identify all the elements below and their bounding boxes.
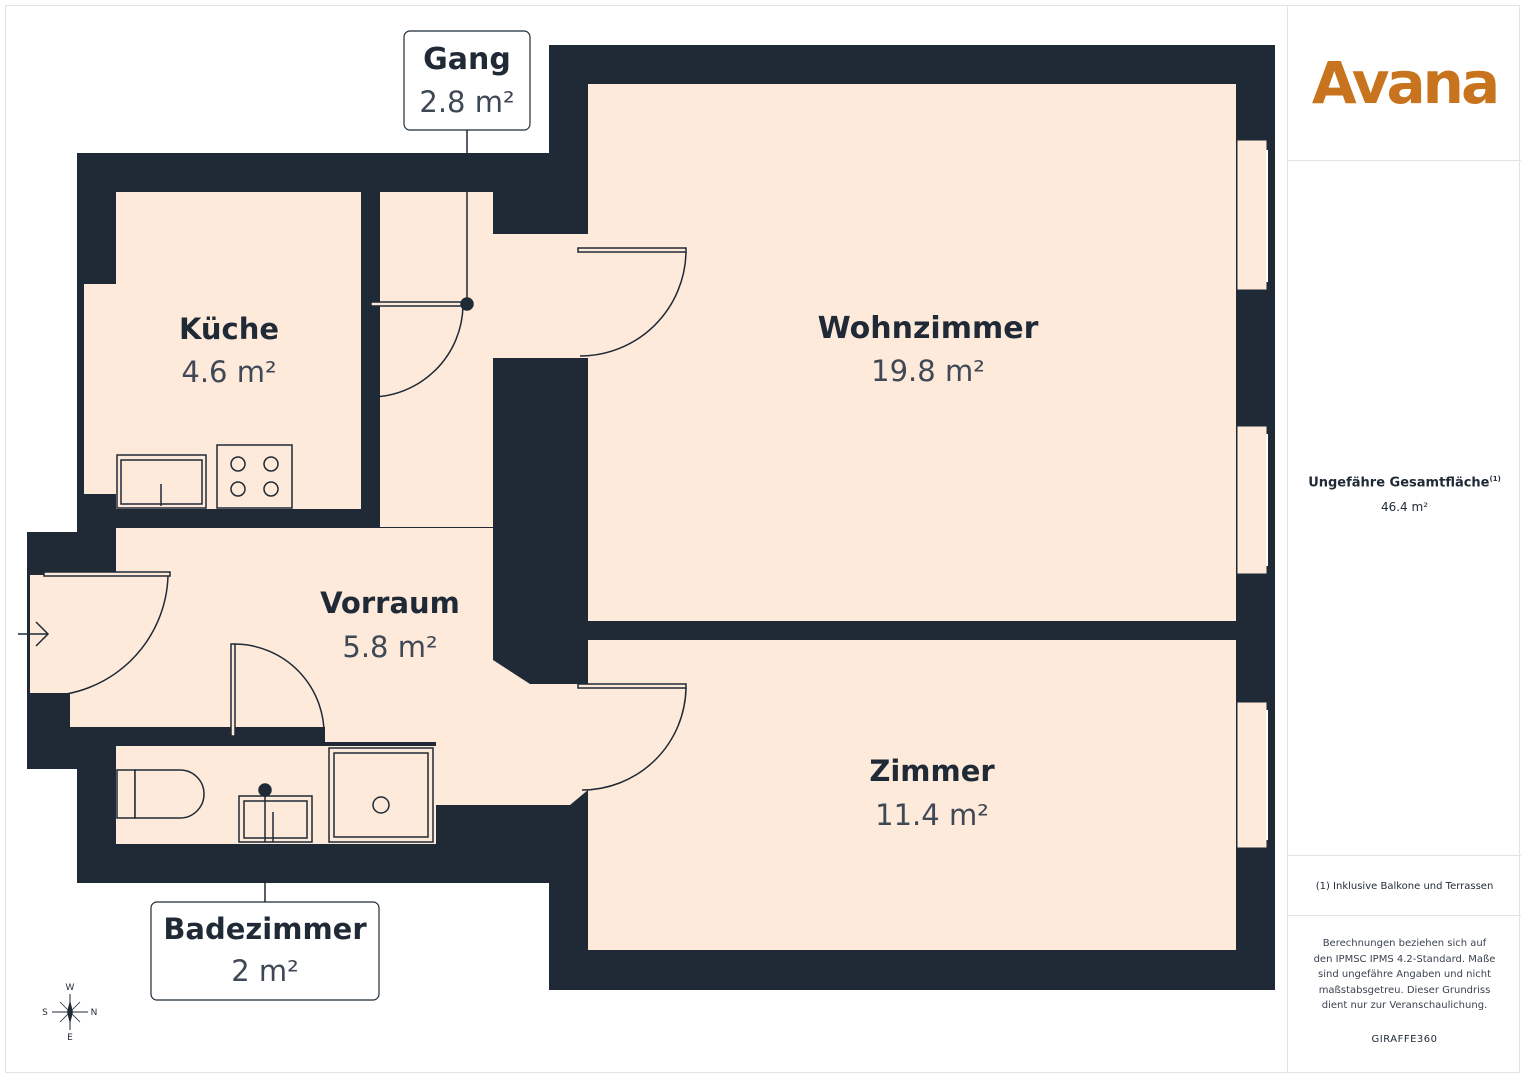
disclaimer-text: Berechnungen beziehen sich auf den IPMSC… [1313, 938, 1496, 1011]
label-kueche-name: Küche [179, 312, 279, 346]
label-zimmer-area: 11.4 m² [875, 798, 989, 832]
compass-n: N [91, 1008, 98, 1018]
footer-brand: GIRAFFE360 [1371, 1033, 1438, 1045]
label-badezimmer-name: Badezimmer [163, 912, 367, 946]
bath-fixtures [116, 747, 434, 843]
total-area-footnote-mark: (1) [1489, 475, 1501, 483]
compass-s: S [42, 1008, 48, 1018]
compass-w: W [66, 983, 75, 993]
floors [30, 84, 1236, 950]
label-badezimmer-area: 2 m² [231, 954, 299, 988]
compass-e: E [67, 1033, 73, 1043]
label-vorraum-name: Vorraum [320, 586, 460, 620]
label-kueche-area: 4.6 m² [181, 355, 276, 389]
floor-zimmer [588, 640, 1236, 950]
total-area-label: Ungefähre Gesamtfläche(1) [1288, 475, 1521, 490]
window-wohnzimmer-top [1236, 139, 1268, 291]
floor-gang [380, 192, 493, 527]
entrance-arrow-icon [18, 621, 50, 647]
window-wohnzimmer-bottom [1236, 425, 1268, 575]
brand-logo: Avana [1288, 5, 1521, 161]
compass-rose-icon: W S N E [42, 983, 97, 1043]
label-wohnzimmer-name: Wohnzimmer [818, 311, 1039, 346]
floor-vorraum [70, 528, 588, 805]
toilet-tank [116, 769, 136, 819]
label-zimmer-name: Zimmer [869, 754, 995, 788]
logo-text: Avana [1311, 48, 1500, 117]
windows [1236, 139, 1268, 849]
label-gang-area: 2.8 m² [419, 85, 514, 119]
label-vorraum-area: 5.8 m² [342, 630, 437, 664]
floor-plan: Gang 2.8 m² Küche 4.6 m² Wohnzimmer 19.8… [18, 30, 1275, 1043]
total-area-value: 46.4 m² [1380, 500, 1429, 515]
callout-gang [403, 30, 531, 131]
total-area-block: Ungefähre Gesamtfläche(1) 46.4 m² [1288, 475, 1521, 514]
floor-wohnzimmer [588, 84, 1236, 621]
window-zimmer [1236, 701, 1268, 849]
toilet-bowl [134, 769, 205, 819]
leaders [258, 130, 474, 902]
callout-badezimmer [150, 901, 380, 1001]
info-sidebar: Avana Ungefähre Gesamtfläche(1) 46.4 m² … [1287, 5, 1521, 1073]
footnote: (1) Inklusive Balkone und Terrassen [1288, 855, 1521, 916]
stove [216, 444, 293, 509]
label-gang-name: Gang [423, 42, 511, 77]
page-frame [5, 5, 1520, 1073]
label-wohnzimmer-area: 19.8 m² [871, 354, 985, 388]
disclaimer-block: Berechnungen beziehen sich auf den IPMSC… [1288, 915, 1521, 1047]
total-area-label-text: Ungefähre Gesamtfläche [1308, 475, 1490, 491]
kitchen-fixtures [116, 444, 293, 509]
